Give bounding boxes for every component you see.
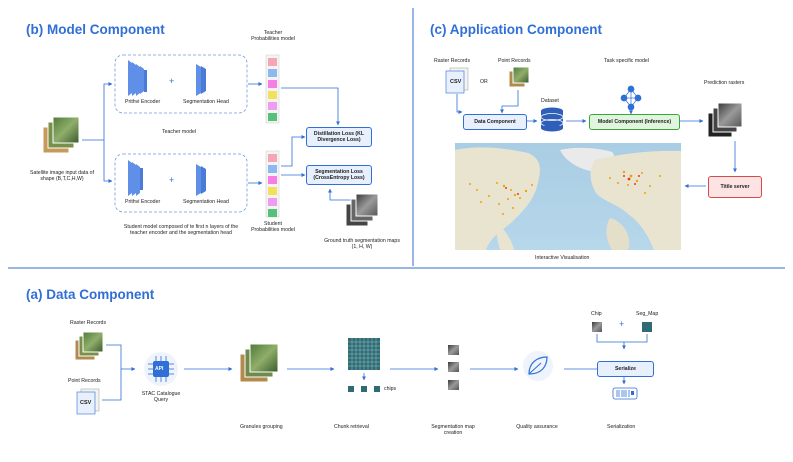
interactive-visualisation-label: Interactive Visualisation: [535, 255, 590, 261]
api-label: API: [155, 366, 164, 372]
student-head-shape: [196, 164, 206, 196]
student-model-caption: Student model composed of te first n lay…: [123, 224, 239, 237]
app-raster-records-label: Raster Records: [434, 58, 471, 64]
app-point-records-label: Point Records: [498, 58, 531, 64]
serialize-box: Serialize: [597, 361, 654, 377]
app-point-records-stack: [508, 66, 530, 88]
neural-network-icon: [620, 85, 642, 111]
dataset-label: Dataset: [541, 98, 559, 104]
teacher-probs-label: Teacher Probabilities model: [251, 30, 295, 43]
ground-truth-label: Ground truth segmentation maps (1, H, W): [324, 238, 400, 251]
data-component-box: Data Component: [463, 114, 527, 130]
model-component-title: (b) Model Component: [26, 22, 165, 37]
titiler-server-box: Titile server: [708, 176, 762, 198]
data-csv-document: [76, 388, 100, 415]
granules-grouping-label: Granules grouping: [240, 424, 283, 430]
chunk-retrieval-label: Chunk retrieval: [334, 424, 369, 430]
input-caption: Satellite image input data of shape (B,T…: [29, 170, 95, 183]
chip-plus-sign: +: [619, 319, 625, 329]
quality-assurance-label: Quality assurance: [516, 424, 558, 430]
student-probabilities-column: [265, 150, 280, 218]
api-chip-icon: [144, 352, 178, 386]
teacher-probabilities-column: [265, 54, 280, 124]
interactive-map: [455, 143, 681, 250]
chip-thumbnail: [592, 322, 602, 332]
segmentation-loss-box: Segmentation Loss (CrossEntropy Loss): [306, 165, 372, 185]
teacher-head-shape: [196, 64, 206, 96]
teacher-encoder-label: Prithvi Encoder: [125, 99, 161, 105]
dataset-icon: [540, 107, 564, 132]
barcode-icon: [612, 387, 638, 400]
student-encoder-label: Prithvi Encoder: [125, 199, 161, 205]
chunk-grid: [348, 338, 380, 370]
data-component-title: (a) Data Component: [26, 287, 155, 302]
student-head-label: Segmentation Head: [183, 199, 229, 205]
seg-map-thumbnail: [642, 322, 652, 332]
chip-label: Chip: [591, 311, 602, 317]
prediction-rasters-stack: [707, 102, 743, 138]
model-component-box: Model Component (Inference): [589, 114, 680, 130]
input-image-stack: [42, 116, 80, 154]
app-csv-label: CSV: [450, 79, 462, 85]
chips-label: chips: [384, 386, 397, 392]
teacher-head-label: Segmentation Head: [183, 99, 229, 105]
prediction-rasters-label: Prediction rasters: [704, 80, 745, 86]
data-raster-records-stack: [74, 331, 104, 361]
segmap-creation-label: Segmentation map creation: [431, 424, 475, 437]
teacher-plus-sign: +: [169, 76, 175, 86]
serialization-label: Serialization: [607, 424, 636, 430]
student-model-box: [114, 153, 248, 213]
data-point-records-label: Point Records: [68, 378, 101, 384]
student-plus-sign: +: [169, 175, 175, 185]
app-or-label: OR: [480, 79, 488, 85]
task-model-label: Task specific model: [604, 58, 649, 64]
ground-truth-stack: [345, 193, 379, 227]
data-csv-label: CSV: [80, 400, 92, 406]
seg-map-label: Seg_Map: [636, 311, 659, 317]
quality-leaf-icon: [523, 351, 553, 381]
chips-icons: [348, 386, 380, 392]
teacher-model-box: [114, 54, 248, 114]
stac-query-label: STAC Catalogue Query: [141, 391, 181, 404]
application-component-title: (c) Application Component: [430, 22, 602, 37]
teacher-model-caption: Teacher model: [162, 129, 197, 135]
teacher-encoder-shape: [128, 60, 147, 96]
student-encoder-shape: [128, 160, 143, 196]
segmentation-maps: [448, 345, 459, 390]
app-csv-document: [445, 67, 469, 94]
granules-stack: [239, 343, 279, 383]
data-raster-records-label: Raster Records: [70, 320, 107, 326]
student-probs-label: Student Probabilities model: [251, 221, 295, 234]
distillation-loss-box: Distillation Loss (KL Divergence Loss): [306, 127, 372, 147]
